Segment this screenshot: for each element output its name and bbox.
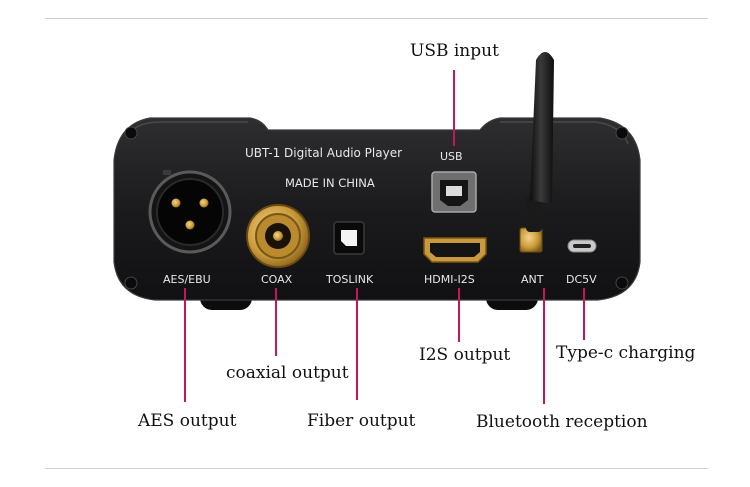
label-aes-ebu: AES/EBU [163, 273, 211, 286]
leader-toslink [356, 288, 358, 400]
callout-i2s-output: I2S output [419, 345, 511, 365]
callout-bluetooth-reception: Bluetooth reception [476, 412, 648, 432]
leader-i2s [458, 288, 460, 342]
screw-bottom-left [124, 276, 138, 290]
label-dc5v: DC5V [566, 273, 597, 286]
screw-bottom-right [615, 276, 629, 290]
origin-text: MADE IN CHINA [285, 176, 375, 190]
antenna-whip [530, 52, 554, 204]
leader-aes [184, 288, 186, 402]
leader-typec [583, 288, 585, 340]
callout-fiber-output: Fiber output [307, 411, 416, 431]
bottom-divider [45, 468, 708, 469]
leader-usb [453, 70, 455, 146]
top-divider [45, 18, 708, 19]
callout-aes-output: AES output [138, 411, 237, 431]
model-line: UBT-1 Digital Audio Player [245, 146, 403, 160]
leader-coax [275, 288, 277, 356]
label-usb: USB [440, 150, 463, 163]
callout-usb-input: USB input [410, 41, 499, 61]
xlr-pin [185, 220, 195, 230]
label-coax: COAX [261, 273, 293, 286]
screw-top-left [124, 126, 138, 140]
label-toslink: TOSLINK [326, 273, 374, 286]
callout-typec-charging: Type-c charging [556, 343, 696, 363]
xlr-pin [171, 198, 181, 208]
label-ant: ANT [521, 273, 544, 286]
xlr-pin [199, 198, 209, 208]
leader-bluetooth [543, 288, 545, 404]
label-hdmi-i2s: HDMI-I2S [424, 273, 475, 286]
callout-coaxial-output: coaxial output [226, 363, 349, 383]
antenna-hinge [526, 196, 542, 232]
chassis [113, 117, 641, 301]
screw-top-right [615, 126, 629, 140]
